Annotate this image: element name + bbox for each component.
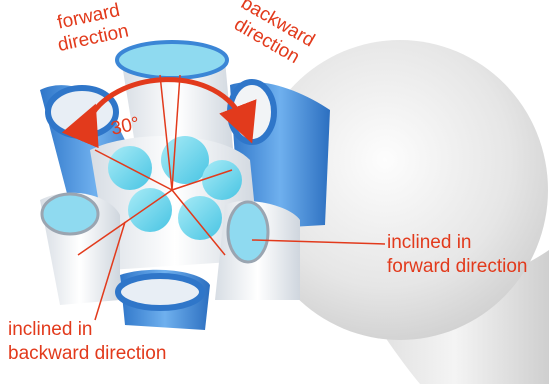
label-inclined-backward-line2: backward direction: [8, 342, 166, 366]
label-inclined-forward: inclined in forward direction: [387, 231, 527, 279]
label-inclined-forward-line2: forward direction: [387, 255, 527, 279]
label-inclined-backward: inclined in backward direction: [8, 318, 166, 366]
label-inclined-backward-line1: inclined in: [8, 318, 166, 342]
label-inclined-forward-line1: inclined in: [387, 231, 527, 255]
